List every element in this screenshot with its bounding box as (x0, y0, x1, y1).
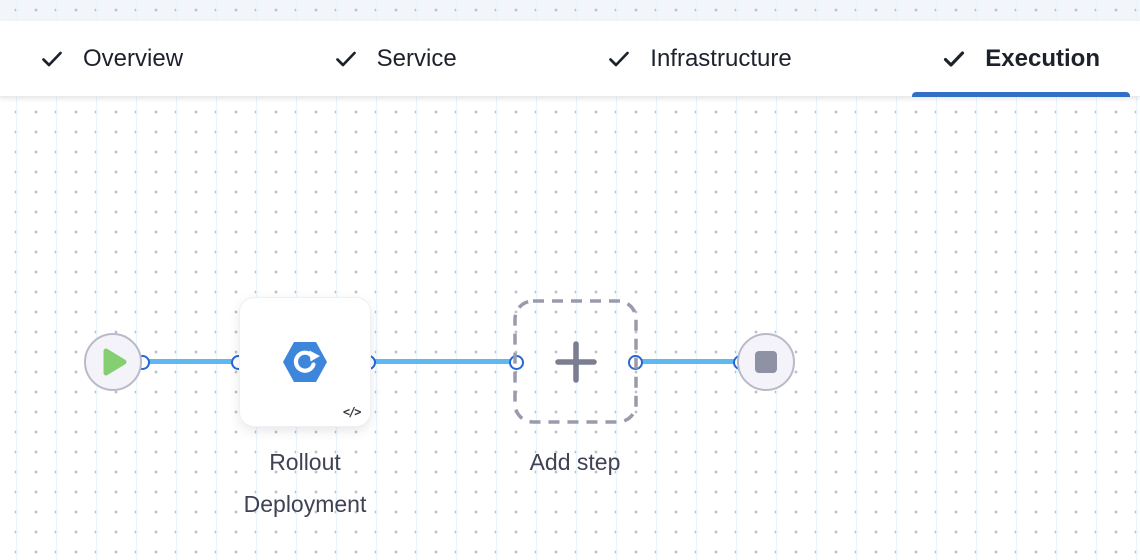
tab-label: Overview (83, 44, 184, 72)
end-node[interactable] (737, 333, 795, 391)
play-icon (103, 348, 127, 376)
tab-label: Service (376, 44, 457, 72)
connector-line (635, 359, 740, 364)
check-icon (42, 51, 62, 66)
tab-label: Infrastructure (650, 44, 792, 72)
step-node-rollout-deployment[interactable]: </> (240, 298, 370, 426)
add-step-label: Add step (529, 449, 621, 475)
pipeline-canvas[interactable]: </> Rollout Deployment Add step (0, 97, 1140, 560)
stop-icon (755, 351, 777, 373)
rollout-deployment-icon (283, 342, 327, 382)
tab-infrastructure[interactable]: Infrastructure (577, 21, 821, 96)
connector-line (368, 359, 516, 364)
dashed-border (513, 299, 638, 424)
check-icon (609, 51, 630, 66)
add-step-node[interactable] (513, 299, 638, 424)
connector-line (142, 359, 238, 364)
canvas-top-strip (0, 0, 1140, 21)
stage-tab-bar: Overview Service Infrastructure Executio… (0, 21, 1140, 97)
check-icon (335, 51, 356, 66)
tab-execution[interactable]: Execution (912, 21, 1130, 97)
check-icon (944, 50, 965, 67)
plus-icon (554, 340, 597, 383)
start-node[interactable] (84, 333, 142, 391)
tab-label: Execution (985, 44, 1100, 72)
tab-overview[interactable]: Overview (10, 21, 213, 96)
code-badge: </> (342, 405, 362, 419)
tab-service[interactable]: Service (304, 21, 487, 96)
step-label: Rollout Deployment (243, 449, 367, 517)
